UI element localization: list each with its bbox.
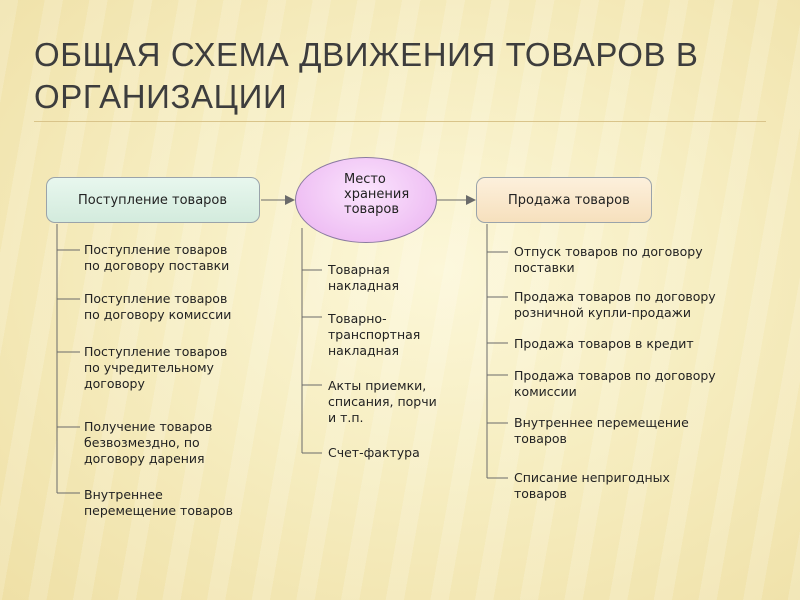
outgoing-goods-label: Продажа товаров — [508, 192, 630, 208]
incoming-item: Поступление товаров по договору поставки — [84, 242, 230, 273]
storage-ellipse: Место хранения товаров — [295, 157, 437, 243]
storage-document: Акты приемки, списания, порчи и т.п. — [328, 378, 437, 425]
incoming-item: Внутреннее перемещение товаров — [84, 487, 233, 518]
outgoing-item: Продажа товаров по договору розничной ку… — [514, 289, 716, 320]
outgoing-item: Отпуск товаров по договору поставки — [514, 244, 703, 275]
storage-document: Товарная накладная — [328, 262, 400, 293]
title-divider — [34, 121, 766, 122]
incoming-goods-box: Поступление товаров — [46, 177, 260, 223]
storage-document: Счет-фактура — [328, 445, 420, 460]
arrowhead-to-outgoing — [466, 195, 476, 205]
outgoing-item: Внутреннее перемещение товаров — [514, 415, 689, 446]
incoming-item: Поступление товаров по договору комиссии — [84, 291, 232, 322]
outgoing-item: Списание непригодных товаров — [514, 470, 670, 501]
storage-label: Место хранения товаров — [344, 172, 410, 217]
arrowhead-to-storage — [285, 195, 295, 205]
incoming-item: Получение товаров безвозмездно, по догов… — [84, 419, 213, 466]
incoming-item: Поступление товаров по учредительному до… — [84, 344, 228, 391]
storage-document: Товарно- транспортная накладная — [328, 311, 421, 358]
outgoing-item: Продажа товаров в кредит — [514, 336, 694, 351]
slide-title: ОБЩАЯ СХЕМА ДВИЖЕНИЯ ТОВАРОВ В ОРГАНИЗАЦ… — [34, 36, 699, 115]
incoming-goods-label: Поступление товаров — [78, 192, 228, 208]
outgoing-item: Продажа товаров по договору комиссии — [514, 368, 716, 399]
outgoing-goods-box: Продажа товаров — [476, 177, 652, 223]
